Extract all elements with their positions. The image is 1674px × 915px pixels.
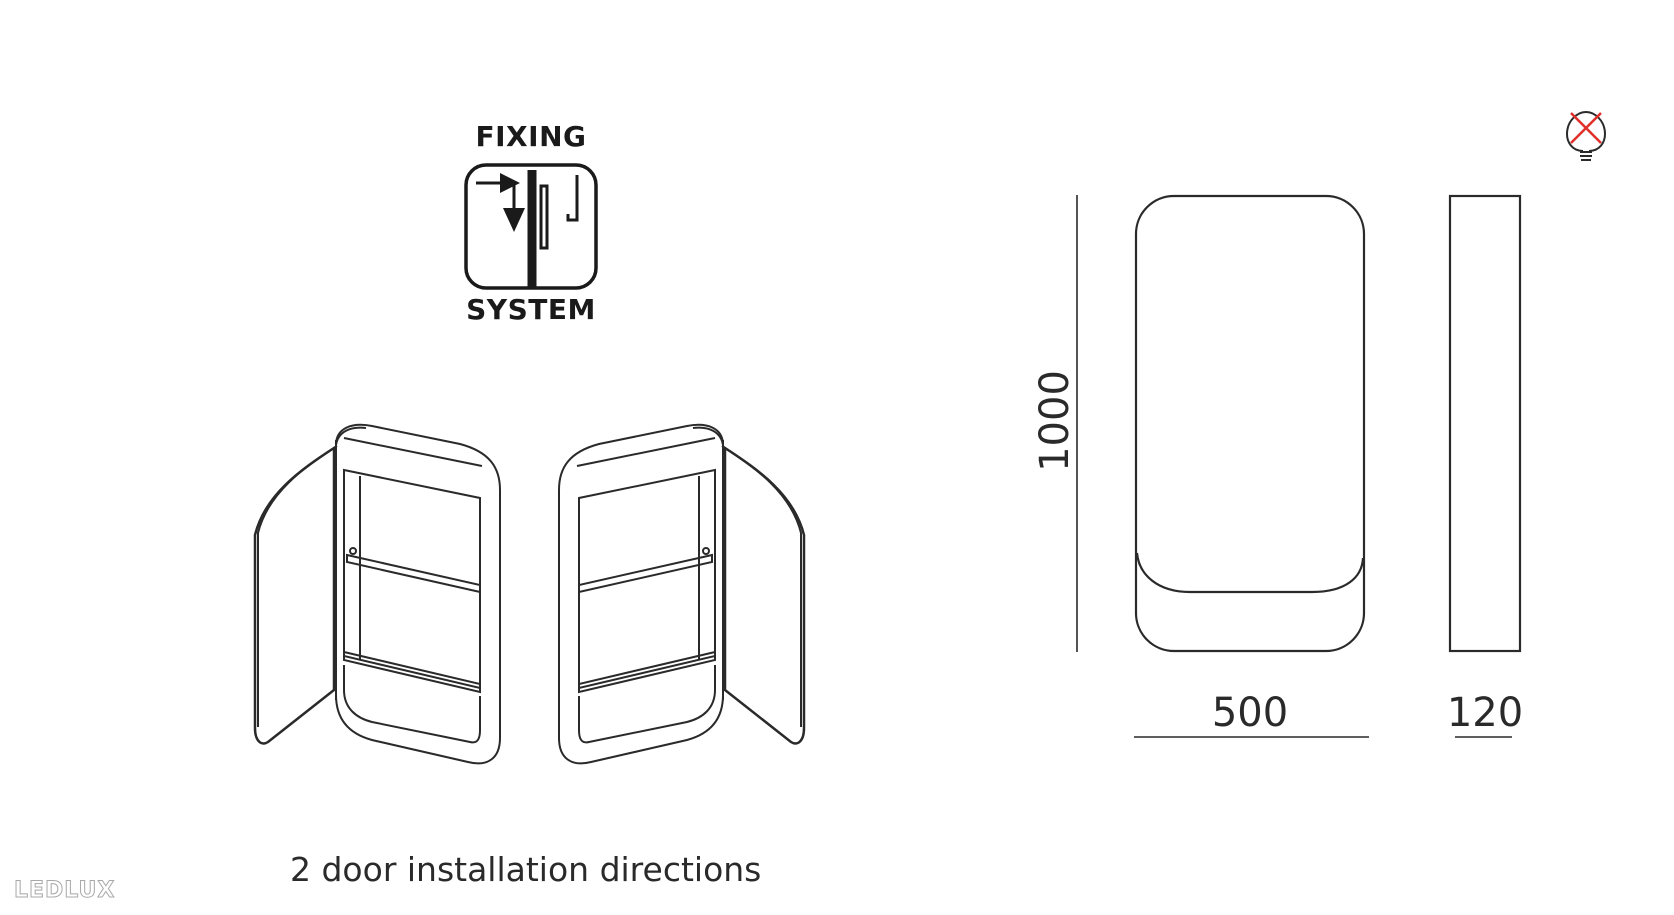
left-cabinet-illustration bbox=[253, 423, 501, 765]
ledlux-watermark: LEDLUX bbox=[13, 878, 116, 904]
right-cabinet-body bbox=[558, 423, 724, 765]
left-cabinet-door bbox=[253, 445, 336, 745]
front-view bbox=[1134, 194, 1366, 653]
no-light-bulb-icon bbox=[1565, 110, 1607, 161]
width-dimension-label: 500 bbox=[1211, 690, 1289, 736]
side-view bbox=[1448, 194, 1522, 653]
fixing-label: FIXING bbox=[475, 120, 587, 153]
right-cabinet-illustration bbox=[558, 423, 806, 765]
height-dimension-label: 1000 bbox=[1032, 370, 1078, 472]
system-label: SYSTEM bbox=[466, 293, 596, 326]
depth-dimension-label: 120 bbox=[1446, 690, 1524, 736]
installation-caption: 2 door installation directions bbox=[290, 850, 762, 889]
left-cabinet-body bbox=[335, 423, 501, 765]
right-cabinet-door bbox=[723, 445, 806, 745]
fixing-system-icon bbox=[464, 163, 598, 290]
